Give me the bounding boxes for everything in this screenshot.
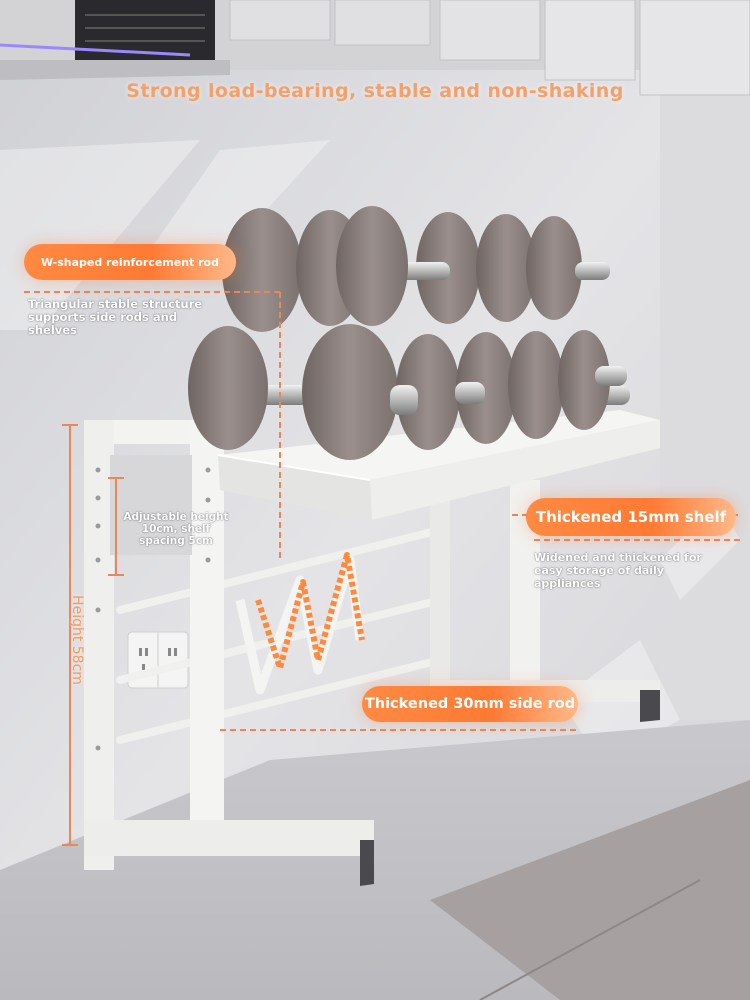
- adjustable-note: Adjustable height 10cm, shelf spacing 5c…: [123, 511, 229, 547]
- triangular-note: Triangular stable structure supports sid…: [28, 297, 203, 337]
- side-rod-callout: Thickened 30mm side rod: [362, 686, 578, 722]
- shelf-callout: Thickened 15mm shelf: [526, 498, 736, 536]
- height-label: Height 58cm: [69, 595, 85, 685]
- w-rod-callout: W-shaped reinforcement rod: [24, 244, 236, 280]
- shelf-note: Widened and thickened for easy storage o…: [534, 551, 702, 590]
- headline: Strong load-bearing, stable and non-shak…: [126, 80, 624, 102]
